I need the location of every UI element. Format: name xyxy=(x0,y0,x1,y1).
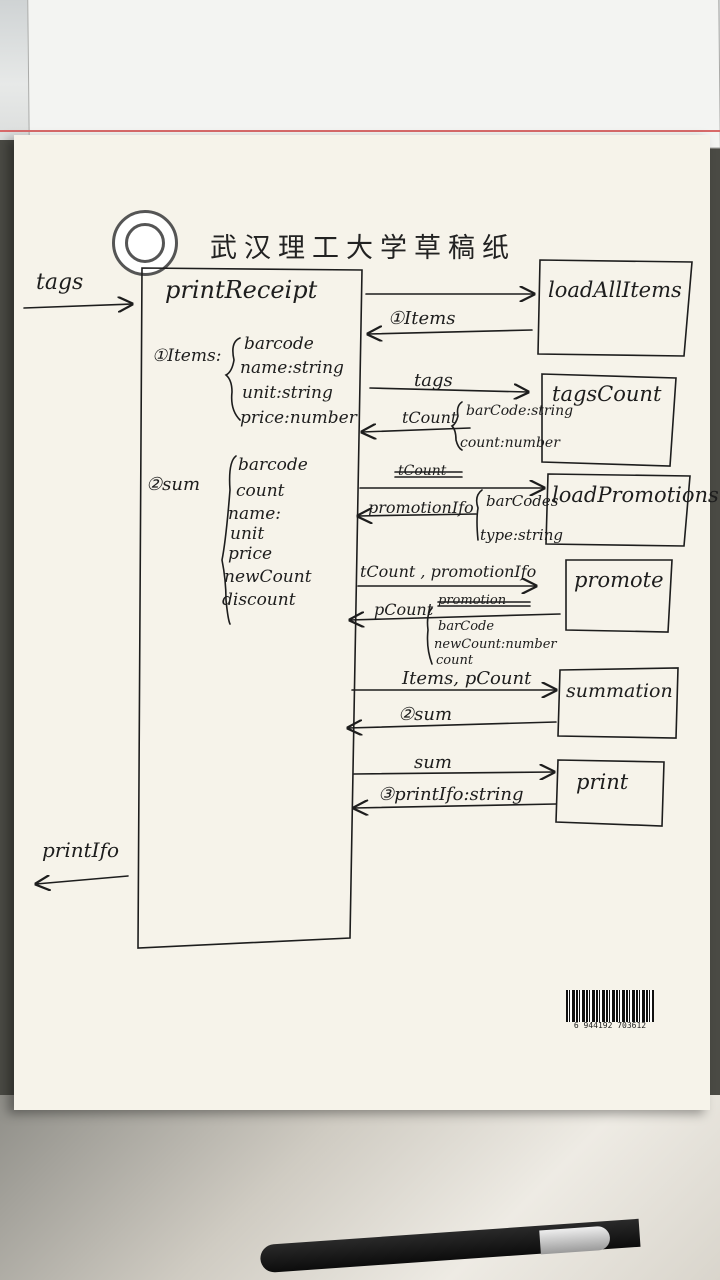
box-label-print: print xyxy=(576,770,629,794)
box-label-loadallitems: loadAllItems xyxy=(548,278,682,302)
msg-sum-return: ②sum xyxy=(398,704,453,725)
paper-header: 武汉理工大学草稿纸 xyxy=(210,233,516,264)
barcode-icon: 6 944192 703612 xyxy=(563,990,657,1032)
barcode-number: 6 944192 703612 xyxy=(573,1021,647,1030)
msg-print-return: ③printIfo:string xyxy=(378,784,524,805)
print-box xyxy=(555,759,665,827)
summation-box xyxy=(557,667,679,739)
input-arrow xyxy=(23,304,132,308)
items-field: unit:string xyxy=(242,383,333,403)
sum-field: count xyxy=(236,481,285,501)
input-label: tags xyxy=(36,270,84,295)
promotion-field: barCodes xyxy=(486,492,559,510)
box-label-loadpromotions: loadPromotions xyxy=(552,483,719,507)
crossed-out-text: tCount xyxy=(398,463,447,479)
tcount-field: count:number xyxy=(460,435,560,451)
pcount-field: count xyxy=(436,653,474,668)
university-logo-icon xyxy=(112,210,178,276)
items-field: barcode xyxy=(244,334,314,354)
sum-field: discount xyxy=(222,590,296,610)
box-label-promote: promote xyxy=(574,568,664,592)
items-struct-title: ①Items: xyxy=(152,346,222,366)
printreceipt-box xyxy=(137,267,363,949)
msg-summation-args: Items, pCount xyxy=(402,668,532,689)
items-field: name:string xyxy=(240,358,344,378)
sum-field: newCount xyxy=(224,567,312,587)
msg-print-args: sum xyxy=(414,752,452,773)
pcount-field: newCount:number xyxy=(434,637,557,652)
margin-line xyxy=(0,130,720,132)
msg-items-return: ①Items xyxy=(388,308,456,329)
sum-field: barcode xyxy=(238,455,308,475)
output-label: printIfo xyxy=(42,838,120,862)
msg-tags: tags xyxy=(414,370,453,391)
tagscount-box xyxy=(541,373,677,467)
sum-field: unit xyxy=(230,524,265,544)
loadallitems-box xyxy=(537,259,693,357)
sum-struct-title: ②sum xyxy=(146,474,201,495)
output-arrow xyxy=(36,876,129,884)
pcount-field: barCode xyxy=(438,619,495,634)
loadpromotions-box xyxy=(545,473,691,547)
items-field: price:number xyxy=(240,408,357,428)
sum-field: name: xyxy=(228,504,281,524)
msg-promote-args: tCount , promotionIfo xyxy=(360,562,537,581)
sum-field: price xyxy=(228,544,273,564)
main-lifeline-title: printReceipt xyxy=(165,276,318,304)
promotion-field: type:string xyxy=(480,526,563,544)
pcount-crossed-text: promotion xyxy=(438,593,507,608)
msg-tcount-return: tCount xyxy=(402,408,458,427)
msg-pcount-return: pCount xyxy=(374,600,434,619)
tcount-field: barCode:string xyxy=(466,403,574,419)
box-label-summation: summation xyxy=(566,680,673,702)
msg-promotion-return: promotionIfo xyxy=(368,498,474,517)
box-label-tagscount: tagsCount xyxy=(552,382,662,406)
promote-box xyxy=(565,559,673,633)
